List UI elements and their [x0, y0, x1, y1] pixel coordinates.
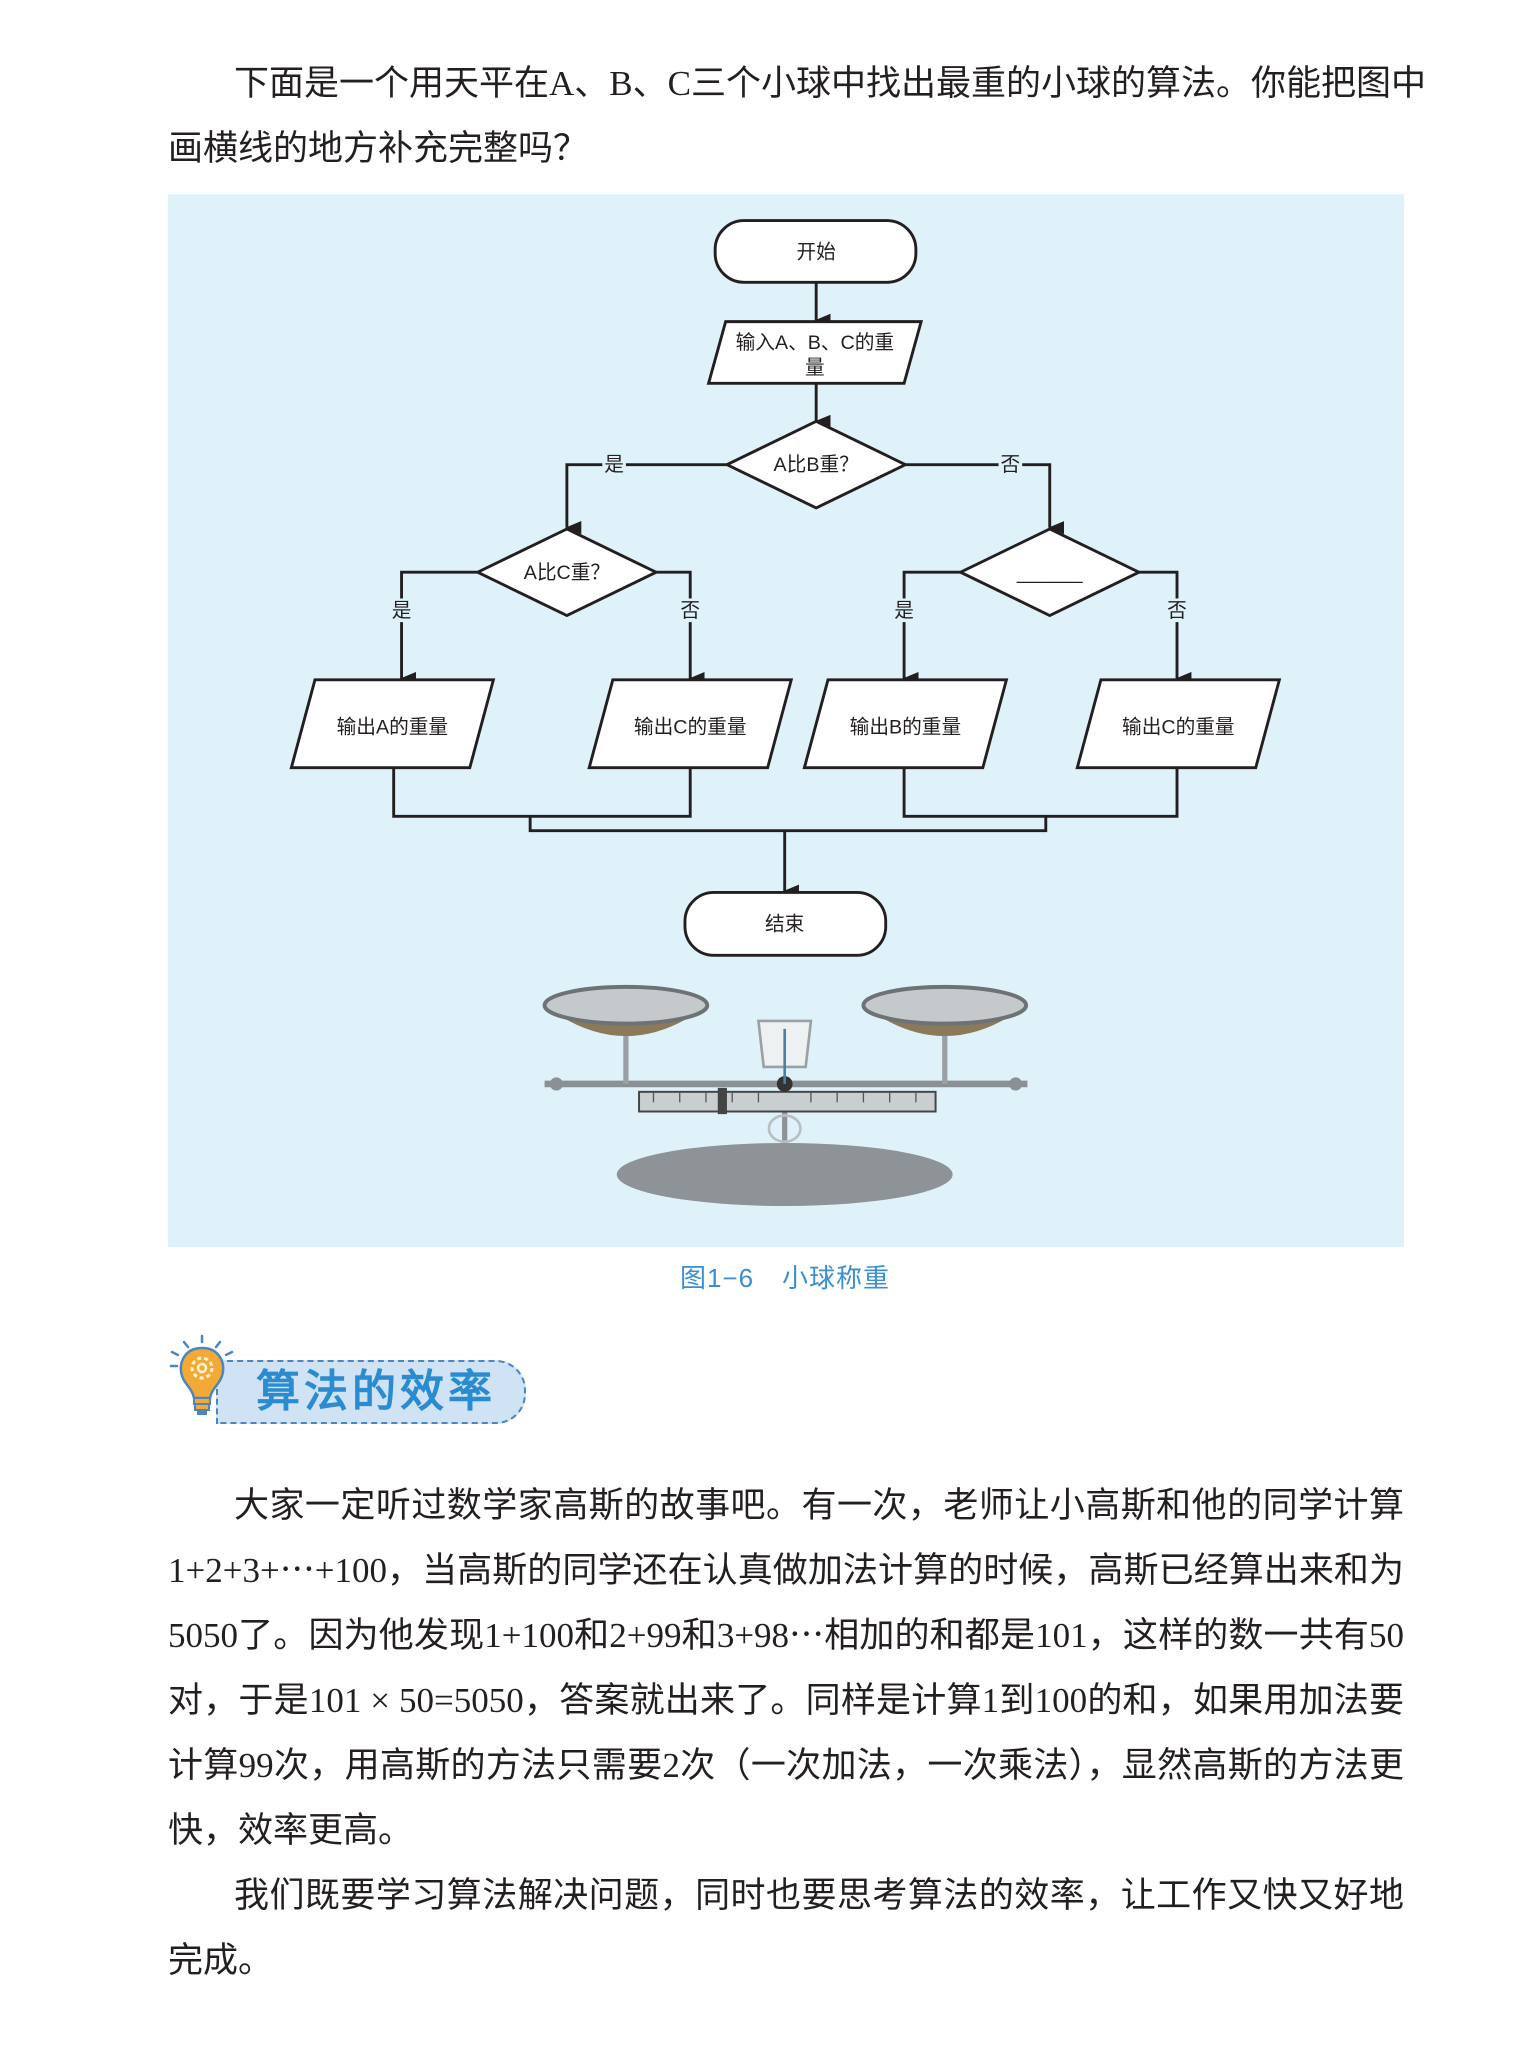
- end-terminal: [683, 890, 888, 957]
- text-line: 快，效率更高。: [168, 1811, 414, 1850]
- text-line: 下面是一个用天平在A、B、C三个小球中找出最重的小球的算法。你能把图中: [234, 64, 1426, 103]
- text-line: 5050了。因为他发现1+100和2+99和3+98⋯相加的和都是101，这样的…: [168, 1616, 1404, 1655]
- decision-a-vs-b: [723, 419, 909, 510]
- input-label-cont: 量: [805, 357, 825, 379]
- connector-arrow: [905, 463, 1065, 535]
- output-a-box: [289, 678, 496, 770]
- figure-caption: 图1−6 小球称重: [0, 1258, 1536, 1295]
- yes-label: 是: [894, 600, 914, 622]
- decision2-label: A比C重？: [524, 562, 610, 584]
- output-c-label: 输出C的重量: [634, 717, 747, 739]
- text-line: 1+2+3+⋯+100，当高斯的同学还在认真做加法计算的时候，高斯已经算出来和为: [168, 1551, 1404, 1590]
- no-label: 否: [1167, 600, 1187, 622]
- output-c-label-2: 输出C的重量: [1122, 717, 1235, 739]
- no-label: 否: [680, 600, 700, 622]
- output-c-box: [587, 678, 794, 770]
- figure-title: 小球称重: [782, 1263, 891, 1293]
- heading-banner: [216, 1360, 526, 1424]
- output-a-label: 输出A的重量: [337, 717, 448, 739]
- output-c-box-2: [1075, 678, 1282, 770]
- merge-line: [528, 816, 1048, 833]
- figure-panel: 开始 输入A、B、C的重 量 A比B重？ A比C重？ ______ 是 否 是 …: [168, 194, 1404, 1247]
- yes-label: 是: [392, 600, 412, 622]
- start-label: 开始: [796, 242, 836, 264]
- lightbulb-gear-icon: [169, 1334, 234, 1415]
- connector-arrow: [565, 463, 727, 535]
- figure-number: 图1−6: [679, 1263, 755, 1293]
- text-line: 完成。: [168, 1941, 274, 1980]
- text-line: 大家一定听过数学家高斯的故事吧。有一次，老师让小高斯和他的同学计算: [234, 1486, 1404, 1525]
- text-line: 计算99次，用高斯的方法只需要2次（一次加法，一次乘法），显然高斯的方法更: [168, 1746, 1404, 1785]
- connector-arrow: [400, 570, 478, 686]
- balance-scale-illustration: [542, 984, 1029, 1206]
- intro-paragraph: 下面是一个用天平在A、B、C三个小球中找出最重的小球的算法。你能把图中 画横线的…: [168, 51, 1426, 181]
- connector-arrow: [656, 570, 705, 686]
- text-line: 我们既要学习算法解决问题，同时也要思考算法的效率，让工作又快又好地: [234, 1876, 1404, 1915]
- section-heading: 算法的效率: [168, 1330, 538, 1430]
- end-label: 结束: [765, 913, 804, 935]
- no-label: 否: [1001, 454, 1021, 476]
- decision1-label: A比B重？: [774, 454, 859, 476]
- merge-line: [392, 767, 692, 818]
- text-line: 对，于是101 × 50=5050，答案就出来了。同样是计算1到100的和，如果…: [168, 1681, 1404, 1720]
- input-label: 输入A、B、C的重: [736, 332, 894, 354]
- output-b-label: 输出B的重量: [850, 717, 961, 739]
- flowchart: 开始 输入A、B、C的重 量 A比B重？ A比C重？ ______ 是 否 是 …: [289, 219, 1282, 1206]
- text-line: 画横线的地方补充完整吗？: [168, 129, 589, 168]
- section-title: 算法的效率: [256, 1366, 496, 1417]
- body-paragraph-2: 我们既要学习算法解决问题，同时也要思考算法的效率，让工作又快又好地 完成。: [168, 1863, 1404, 1993]
- output-b-box: [802, 678, 1009, 770]
- connector-arrow: [1138, 570, 1192, 686]
- decision-blank: [957, 527, 1143, 618]
- start-terminal: [713, 219, 918, 284]
- decision3-blank: ______: [1016, 562, 1084, 584]
- body-paragraph: 大家一定听过数学家高斯的故事吧。有一次，老师让小高斯和他的同学计算 1+2+3+…: [168, 1473, 1404, 1863]
- yes-label: 是: [604, 454, 624, 476]
- decision-a-vs-c: [474, 527, 660, 618]
- input-parallelogram: [706, 320, 924, 385]
- merge-line: [902, 767, 1179, 818]
- connector-arrow: [902, 570, 961, 686]
